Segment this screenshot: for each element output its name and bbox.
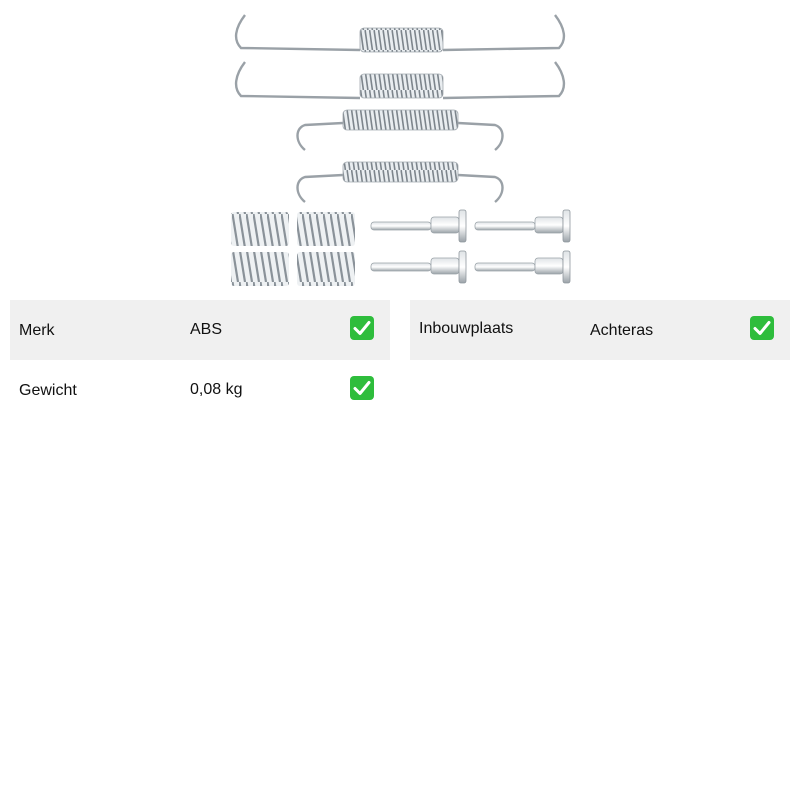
spec-table-right: Inbouwplaats Achteras xyxy=(410,300,790,360)
hold-down-pin xyxy=(474,250,571,284)
check-mark-icon xyxy=(750,316,774,340)
hold-down-pin xyxy=(474,209,571,243)
spec-row-weight: Gewicht 0,08 kg xyxy=(10,360,390,420)
hold-down-spring xyxy=(231,252,289,286)
hold-down-spring xyxy=(231,212,289,246)
spec-value: 0,08 kg xyxy=(190,381,243,398)
spec-label: Gewicht xyxy=(19,382,77,399)
short-return-spring xyxy=(296,109,504,151)
check-mark-icon xyxy=(350,316,374,340)
long-return-spring xyxy=(234,61,566,100)
spec-row-brand: Merk ABS xyxy=(10,300,390,360)
spec-value: Achteras xyxy=(590,322,654,339)
spec-row-mounting-position: Inbouwplaats Achteras xyxy=(410,300,790,360)
spec-value: ABS xyxy=(190,321,223,338)
spec-label: Inbouwplaats xyxy=(419,320,514,337)
hold-down-spring xyxy=(297,252,355,286)
long-return-spring xyxy=(234,14,566,53)
hold-down-pin xyxy=(370,250,467,284)
spec-label: Merk xyxy=(19,322,55,339)
product-image xyxy=(225,10,575,290)
brake-spring-kit-illustration xyxy=(231,14,571,286)
hold-down-spring xyxy=(297,212,355,246)
spec-table-left: Merk ABS Gewicht 0,08 kg xyxy=(10,300,390,420)
check-mark-icon xyxy=(350,376,374,400)
hold-down-pin xyxy=(370,209,467,243)
short-return-spring xyxy=(296,161,504,203)
